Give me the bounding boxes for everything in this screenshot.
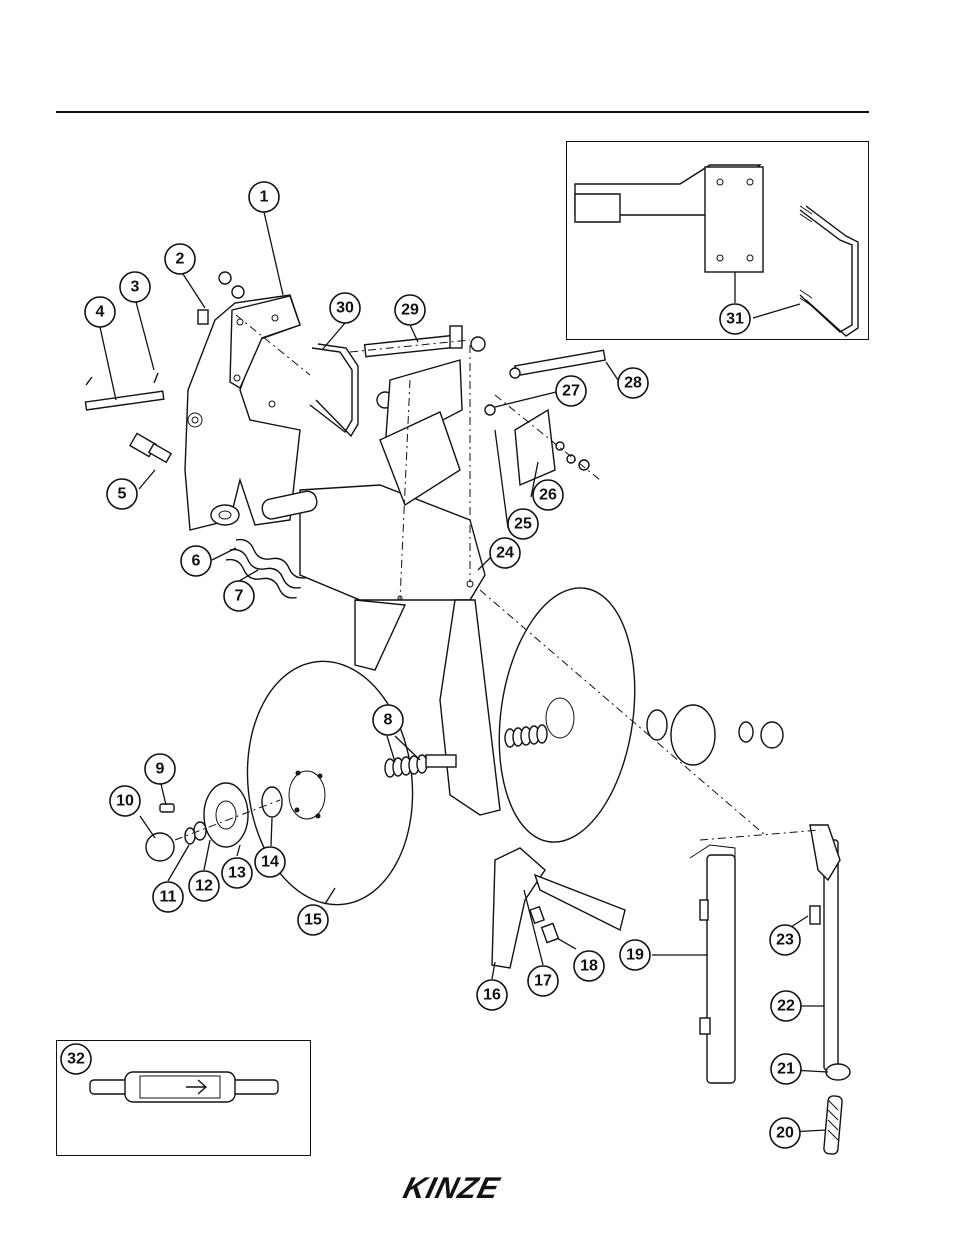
svg-text:5: 5	[118, 486, 127, 503]
callout-16: 16	[477, 980, 507, 1010]
seed-tube-parts	[690, 825, 850, 1154]
callout-13: 13	[222, 858, 252, 888]
callout-31: 31	[720, 304, 750, 334]
svg-text:10: 10	[116, 793, 134, 810]
svg-text:16: 16	[483, 987, 501, 1004]
svg-text:17: 17	[534, 973, 552, 990]
svg-text:4: 4	[96, 304, 105, 321]
svg-text:9: 9	[156, 761, 165, 778]
kinze-logo: KINZE	[400, 1172, 503, 1206]
callout-25: 25	[508, 509, 538, 539]
callout-24: 24	[490, 538, 520, 568]
callout-18: 18	[574, 951, 604, 981]
callout-15: 15	[298, 905, 328, 935]
svg-text:23: 23	[776, 932, 794, 949]
callout-9: 9	[145, 754, 175, 784]
svg-text:3: 3	[131, 279, 140, 296]
callout-8: 8	[373, 705, 403, 735]
washer-stack-left	[385, 755, 456, 777]
callout-14: 14	[255, 847, 285, 877]
check-valve-drawing	[90, 1072, 278, 1102]
disc-openers	[236, 579, 650, 913]
svg-text:8: 8	[384, 712, 393, 729]
callout-28: 28	[618, 368, 648, 398]
callout-22: 22	[771, 991, 801, 1021]
svg-text:6: 6	[192, 553, 201, 570]
svg-text:32: 32	[67, 1051, 85, 1068]
svg-text:24: 24	[496, 545, 514, 562]
svg-text:19: 19	[626, 947, 644, 964]
callout-11: 11	[153, 882, 183, 912]
svg-text:30: 30	[336, 300, 354, 317]
svg-text:29: 29	[401, 302, 419, 319]
callout-12: 12	[189, 871, 219, 901]
callout-4: 4	[85, 297, 115, 327]
callout-7: 7	[224, 581, 254, 611]
callout-1: 1	[249, 182, 279, 212]
svg-text:18: 18	[580, 958, 598, 975]
mount-bracket-drawing	[575, 165, 858, 336]
callout-32: 32	[61, 1044, 91, 1074]
callout-19: 19	[620, 940, 650, 970]
callout-17: 17	[528, 966, 558, 996]
svg-text:22: 22	[777, 998, 795, 1015]
svg-text:25: 25	[514, 516, 532, 533]
callout-30: 30	[330, 293, 360, 323]
svg-text:2: 2	[176, 251, 185, 268]
svg-text:26: 26	[539, 487, 557, 504]
callout-27: 27	[556, 376, 586, 406]
callout-21: 21	[771, 1054, 801, 1084]
svg-text:12: 12	[195, 878, 213, 895]
callout-6: 6	[181, 546, 211, 576]
svg-text:11: 11	[160, 889, 177, 906]
callout-26: 26	[533, 480, 563, 510]
callout-29: 29	[395, 295, 425, 325]
callout-markers: 1 2 3 4 5 6 7 8 9 10 11 12 13 14 15 16 1…	[61, 182, 801, 1148]
svg-text:13: 13	[228, 865, 246, 882]
scraper-assembly	[492, 848, 625, 968]
svg-text:7: 7	[235, 588, 244, 605]
callout-10: 10	[110, 786, 140, 816]
svg-text:28: 28	[624, 375, 642, 392]
svg-text:14: 14	[261, 854, 279, 871]
svg-text:31: 31	[726, 311, 744, 328]
callout-5: 5	[107, 479, 137, 509]
svg-text:15: 15	[304, 912, 322, 929]
callout-2: 2	[165, 244, 195, 274]
callout-3: 3	[120, 272, 150, 302]
svg-text:20: 20	[776, 1125, 794, 1142]
svg-text:21: 21	[777, 1061, 795, 1078]
callout-23: 23	[770, 925, 800, 955]
svg-text:27: 27	[562, 383, 580, 400]
row-unit-frame	[185, 295, 300, 530]
svg-text:1: 1	[260, 189, 269, 206]
callout-20: 20	[770, 1118, 800, 1148]
